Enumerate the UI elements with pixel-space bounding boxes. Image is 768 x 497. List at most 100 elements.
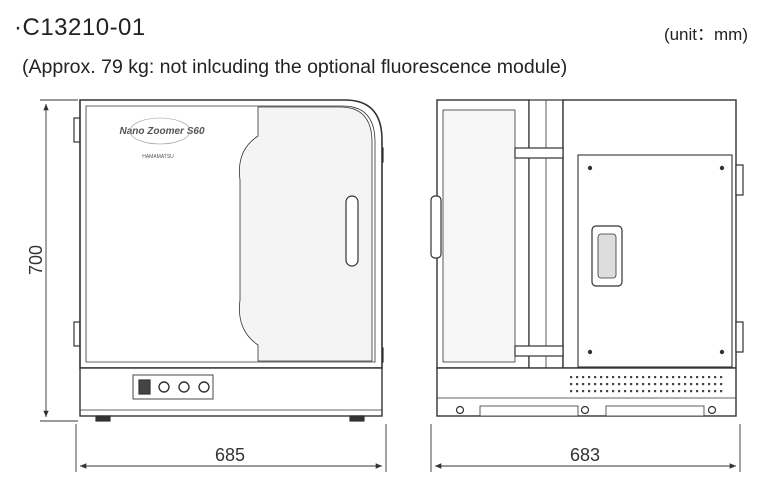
vent-hole <box>702 383 705 386</box>
vent-hole <box>684 390 687 393</box>
vent-hole <box>654 376 657 379</box>
vent-hole <box>576 383 579 386</box>
vent-hole <box>690 390 693 393</box>
vent-hole <box>672 383 675 386</box>
vent-hole <box>690 376 693 379</box>
foot <box>349 415 365 422</box>
vent-hole <box>678 376 681 379</box>
vent-hole <box>678 390 681 393</box>
svg-text:HAMAMATSU: HAMAMATSU <box>142 154 174 160</box>
vent-hole <box>612 390 615 393</box>
vent-hole <box>720 376 723 379</box>
vent-hole <box>696 376 699 379</box>
vent-hole <box>642 383 645 386</box>
vent-hole <box>582 383 585 386</box>
vent-hole <box>600 376 603 379</box>
vent-hole <box>630 376 633 379</box>
vent-hole <box>570 390 573 393</box>
vent-hole <box>576 390 579 393</box>
knob-icon[interactable] <box>178 381 190 393</box>
vent-hole <box>708 376 711 379</box>
vent-hole <box>654 383 657 386</box>
vent-hole <box>624 376 627 379</box>
vent-hole <box>708 390 711 393</box>
vent-hole <box>594 390 597 393</box>
vent-hole <box>624 383 627 386</box>
vent-hole <box>720 390 723 393</box>
vent-hole <box>690 383 693 386</box>
vent-hole <box>654 390 657 393</box>
vent-hole <box>666 390 669 393</box>
vent-hole <box>588 383 591 386</box>
vent-hole <box>636 383 639 386</box>
vent-hole <box>570 383 573 386</box>
door-handle[interactable] <box>345 195 359 267</box>
vent-hole <box>648 390 651 393</box>
vent-hole <box>618 376 621 379</box>
vent-hole <box>648 376 651 379</box>
door-window <box>239 106 373 362</box>
foot <box>95 415 111 422</box>
cabinet-inner-frame <box>85 105 376 363</box>
side-door-window <box>442 109 516 363</box>
side-view <box>430 99 744 417</box>
knob-icon[interactable] <box>158 381 170 393</box>
vent-hole <box>672 376 675 379</box>
vent-hole <box>672 390 675 393</box>
vent-hole <box>714 390 717 393</box>
vent-hole <box>612 376 615 379</box>
clamp <box>514 147 564 159</box>
vent-hole <box>576 376 579 379</box>
front-width-label: 685 <box>215 445 245 465</box>
knob-icon[interactable] <box>198 381 210 393</box>
vent-hole <box>618 383 621 386</box>
vent-grid <box>570 376 723 393</box>
hinge-icon <box>73 117 81 143</box>
vent-hole <box>696 390 699 393</box>
vent-hole <box>594 376 597 379</box>
vent-hole <box>660 383 663 386</box>
vent-hole <box>684 376 687 379</box>
vent-hole <box>588 390 591 393</box>
vent-hole <box>570 376 573 379</box>
vent-hole <box>588 376 591 379</box>
side-depth-label: 683 <box>570 445 600 465</box>
vent-hole <box>714 383 717 386</box>
vent-hole <box>642 390 645 393</box>
vent-hole <box>606 383 609 386</box>
weight-note: (Approx. 79 kg: not inlcuding the option… <box>22 56 568 78</box>
vent-hole <box>618 390 621 393</box>
vent-hole <box>582 390 585 393</box>
vent-hole <box>684 383 687 386</box>
vent-hole <box>660 376 663 379</box>
vent-hole <box>714 376 717 379</box>
vent-hole <box>678 383 681 386</box>
vent-hole <box>702 390 705 393</box>
front-width-dimension <box>75 424 387 472</box>
vent-hole <box>648 383 651 386</box>
vent-hole <box>666 376 669 379</box>
vent-hole <box>636 390 639 393</box>
vent-hole <box>696 383 699 386</box>
vent-hole <box>582 376 585 379</box>
vent-hole <box>702 376 705 379</box>
vent-hole <box>630 383 633 386</box>
vent-hole <box>636 376 639 379</box>
height-dimension <box>40 99 78 422</box>
vent-hole <box>606 376 609 379</box>
brand-logo: Nano Zoomer S60 HAMAMATSU <box>119 117 205 160</box>
unit-note: (unit：mm) <box>663 25 748 44</box>
vent-hole <box>660 390 663 393</box>
vent-hole <box>612 383 615 386</box>
vent-hole <box>720 383 723 386</box>
power-switch-icon[interactable] <box>138 379 151 395</box>
side-handle[interactable] <box>430 195 442 259</box>
vent-hole <box>630 390 633 393</box>
svg-text:Nano Zoomer S60: Nano Zoomer S60 <box>119 126 204 137</box>
clamp <box>514 345 564 357</box>
height-label: 700 <box>26 245 46 275</box>
vent-hole <box>642 376 645 379</box>
vent-hole <box>600 383 603 386</box>
base-unit <box>79 367 383 417</box>
